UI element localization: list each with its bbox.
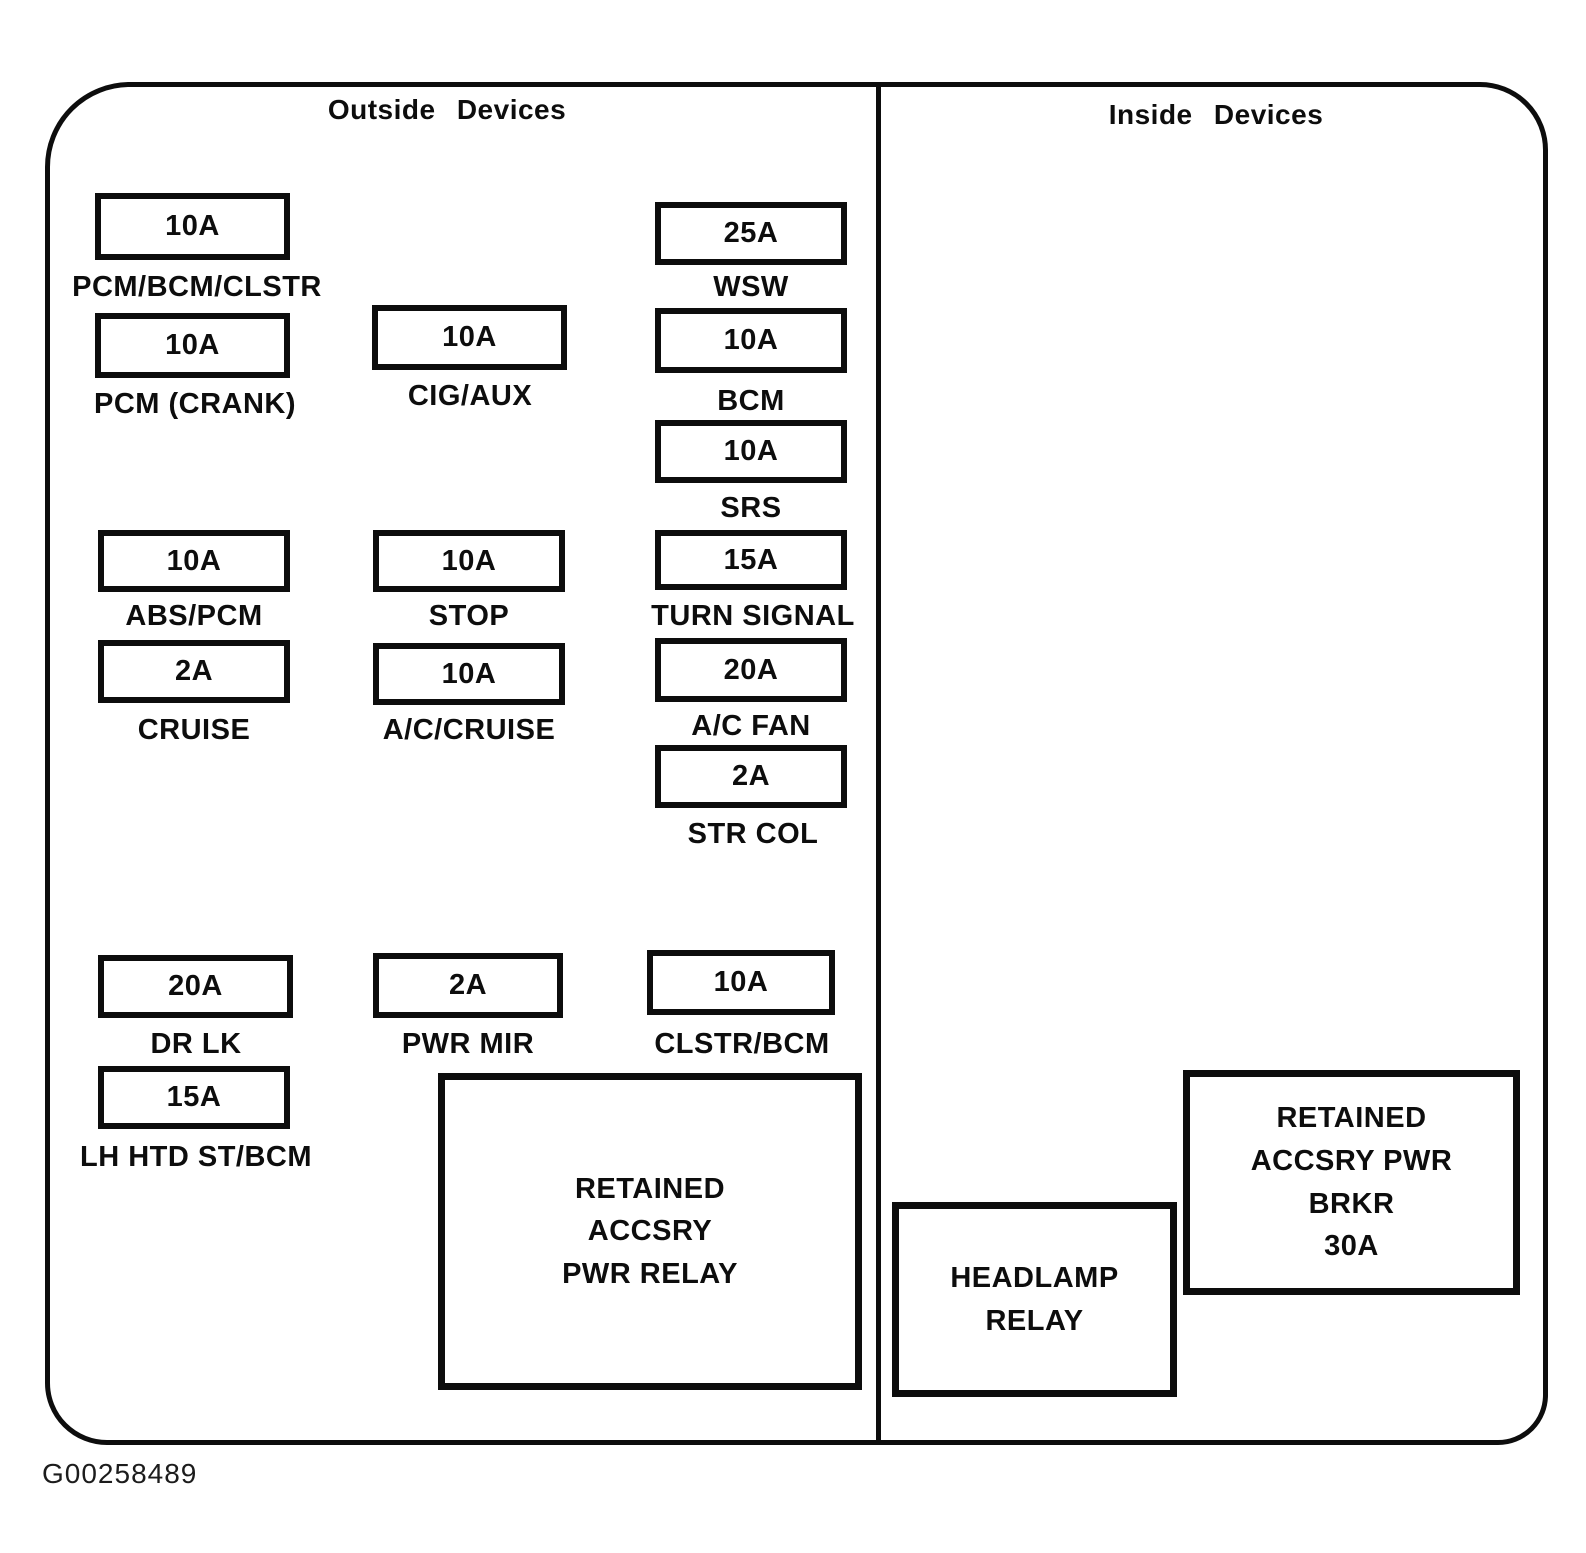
fuse-box-cig-aux: 10A [372, 305, 567, 370]
fuse-amp: 10A [441, 544, 497, 577]
outside-devices-title: Outside Devices [327, 94, 567, 125]
fuse-label-bcm: BCM [717, 385, 785, 417]
headlamp-relay-box: HEADLAMP RELAY [892, 1202, 1177, 1397]
fuse-box-ac-fan: 20A [655, 638, 847, 702]
relay-text-line: BRKR [1308, 1187, 1395, 1220]
fuse-label-cruise: CRUISE [137, 714, 251, 746]
fuse-box-str-col: 2A [655, 745, 847, 808]
inside-devices-title: Inside Devices [1108, 99, 1324, 130]
fuse-box-wsw: 25A [655, 202, 847, 265]
fuse-amp: 20A [168, 970, 223, 1002]
fuse-amp: 10A [166, 544, 222, 577]
fuse-amp: 10A [713, 966, 769, 998]
relay-text-line: ACCSRY PWR [1250, 1144, 1453, 1177]
fuse-box-bcm: 10A [655, 308, 847, 373]
fuse-label-wsw: WSW [713, 271, 789, 303]
fuse-amp: 10A [723, 435, 779, 467]
fuse-label-clstr-bcm: CLSTR/BCM [654, 1028, 830, 1060]
fuse-amp: 10A [165, 329, 220, 361]
fuse-amp: 2A [174, 655, 214, 687]
fuse-label-srs: SRS [720, 492, 782, 524]
fuse-amp: 10A [165, 210, 220, 242]
relay-text-line: ACCSRY [587, 1215, 713, 1248]
fuse-box-turn-signal: 15A [655, 530, 847, 590]
fuse-amp: 25A [723, 217, 779, 249]
relay-text-line: HEADLAMP [950, 1262, 1119, 1295]
fuse-amp: 10A [723, 324, 779, 356]
fuse-label-str-col: STR COL [687, 818, 819, 850]
fuse-amp: 2A [731, 760, 771, 792]
fuse-box-ac-cruise: 10A [373, 643, 565, 705]
fuse-amp: 10A [442, 321, 497, 353]
fuse-box-pwr-mir: 2A [373, 953, 563, 1018]
fuse-amp: 2A [448, 969, 488, 1001]
fuse-label-pcm-bcm-clstr: PCM/BCM/CLSTR [72, 271, 322, 303]
fuse-label-abs-pcm: ABS/PCM [125, 600, 263, 632]
fuse-box-clstr-bcm: 10A [647, 950, 835, 1015]
relay-text-line: 30A [1324, 1230, 1379, 1263]
relay-text-line: RETAINED [1276, 1101, 1427, 1134]
relay-text-line: RETAINED [574, 1173, 726, 1206]
fuse-label-dr-lk: DR LK [150, 1028, 242, 1060]
fuse-box-lh-htd-st-bcm: 15A [98, 1066, 290, 1129]
relay-text-line: RELAY [985, 1304, 1084, 1337]
fuse-box-dr-lk: 20A [98, 955, 293, 1018]
fuse-box-srs: 10A [655, 420, 847, 483]
fuse-label-pcm-crank: PCM (CRANK) [93, 388, 297, 420]
fuse-label-ac-cruise: A/C/CRUISE [382, 714, 556, 746]
fuse-box-abs-pcm: 10A [98, 530, 290, 592]
fuse-label-turn-signal: TURN SIGNAL [651, 600, 855, 632]
fuse-box-pcm-bcm-clstr: 10A [95, 193, 290, 260]
retained-accsry-pwr-brkr-box: RETAINED ACCSRY PWR BRKR 30A [1183, 1070, 1520, 1295]
fuse-label-ac-fan: A/C FAN [691, 710, 811, 742]
panel-divider [876, 84, 881, 1443]
fuse-label-pwr-mir: PWR MIR [401, 1028, 535, 1060]
fuse-box-stop: 10A [373, 530, 565, 592]
retained-accsry-pwr-relay-box: RETAINED ACCSRY PWR RELAY [438, 1073, 862, 1390]
fuse-amp: 15A [166, 1081, 222, 1113]
fuse-amp: 20A [723, 653, 779, 686]
fuse-amp: 10A [441, 657, 497, 690]
fuse-label-cig-aux: CIG/AUX [407, 380, 533, 412]
relay-text-line: PWR RELAY [562, 1257, 738, 1290]
fuse-box-cruise: 2A [98, 640, 290, 703]
figure-code: G00258489 [42, 1458, 198, 1489]
fuse-box-pcm-crank: 10A [95, 313, 290, 378]
fuse-label-stop: STOP [428, 600, 510, 632]
fuse-label-lh-htd-st-bcm: LH HTD ST/BCM [79, 1141, 313, 1173]
fuse-amp: 15A [723, 543, 779, 576]
